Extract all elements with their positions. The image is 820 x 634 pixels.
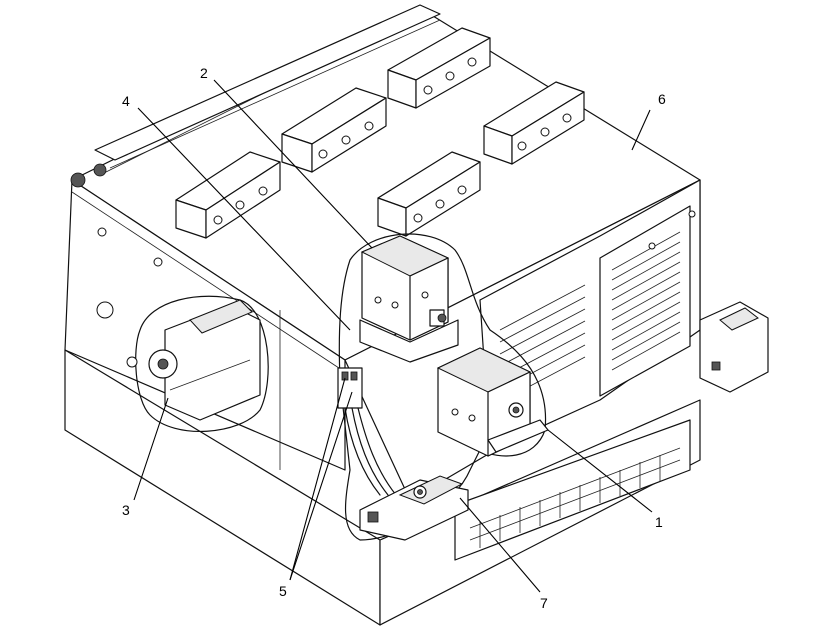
sensor-bracket [359, 475, 469, 541]
auxiliary-terminal [699, 301, 769, 393]
callout-2: 2 [200, 65, 208, 81]
arc-chute-cover [479, 179, 701, 451]
leader-5b [289, 391, 353, 581]
leader-6 [631, 109, 651, 151]
callout-7: 7 [540, 595, 548, 611]
callouts: 1 2 3 4 5 6 7 [122, 65, 666, 611]
cutaway-region [338, 233, 547, 541]
trip-unit-lower [436, 347, 549, 457]
callout-4: 4 [122, 93, 130, 109]
callout-1: 1 [655, 514, 663, 530]
leader-4 [137, 107, 351, 331]
terminal-blocks [175, 27, 585, 239]
leader-1 [547, 429, 653, 513]
operating-mechanism [96, 227, 269, 432]
vent-grille [499, 231, 681, 403]
pin-row [469, 447, 681, 548]
mounting-rail [70, 4, 441, 188]
leader-2 [213, 79, 373, 249]
callout-6: 6 [658, 91, 666, 107]
leader-lines [133, 79, 653, 593]
callout-3: 3 [122, 502, 130, 518]
callout-5: 5 [279, 583, 287, 599]
leader-3 [133, 397, 169, 501]
trip-unit-upper [359, 235, 459, 363]
secondary-disconnect [454, 419, 691, 561]
leader-5a [289, 377, 346, 581]
leader-7 [459, 497, 541, 593]
